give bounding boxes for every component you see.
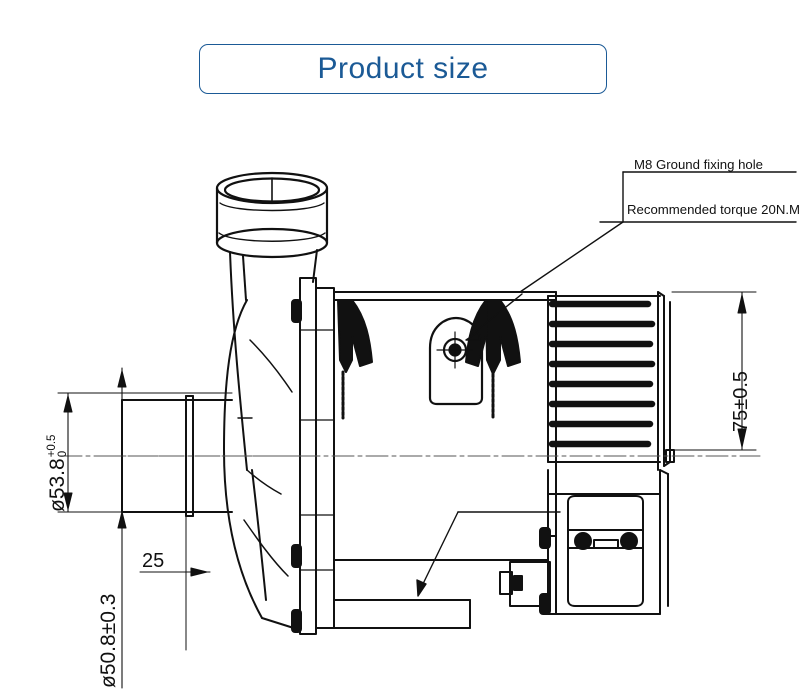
leader-lines <box>416 171 797 597</box>
annotation-ground-fixing-hole: M8 Ground fixing hole <box>634 157 764 172</box>
dimension-label-pipe-length: 25 <box>142 550 165 572</box>
leader-to-m8-hole <box>469 293 523 337</box>
pump-volute <box>223 299 301 631</box>
cooling-fins <box>548 300 656 448</box>
dimension-label-motor-height: 75±0.5 <box>730 370 752 432</box>
motor-end-cap <box>657 291 675 471</box>
dimension-lines <box>57 291 757 689</box>
dim-538-value: 53.8 <box>46 458 69 500</box>
leader-to-housing <box>519 221 624 293</box>
connector-assembly <box>499 469 669 615</box>
dimension-label-inlet-flange: ø53.8 +0.5 0 <box>46 435 70 512</box>
inlet-neck <box>229 249 318 601</box>
dim-538-symbol: ø <box>46 499 69 512</box>
dim-538-tolerance: +0.5 0 <box>46 435 70 458</box>
leader-lower-diagonal <box>419 511 459 591</box>
page-title: Product size <box>317 52 489 85</box>
dim-538-tol-lower: 0 <box>57 450 70 458</box>
inlet-port <box>215 171 329 259</box>
housing-skirt <box>333 559 549 629</box>
annotation-recommended-torque: Recommended torque 20N.M <box>627 202 800 217</box>
ground-fixing-boss <box>428 316 484 406</box>
page-title-box: Product size <box>199 44 607 94</box>
fin-frame <box>547 295 661 463</box>
dimension-label-outlet-pipe: ø50.8±0.3 <box>97 593 120 688</box>
